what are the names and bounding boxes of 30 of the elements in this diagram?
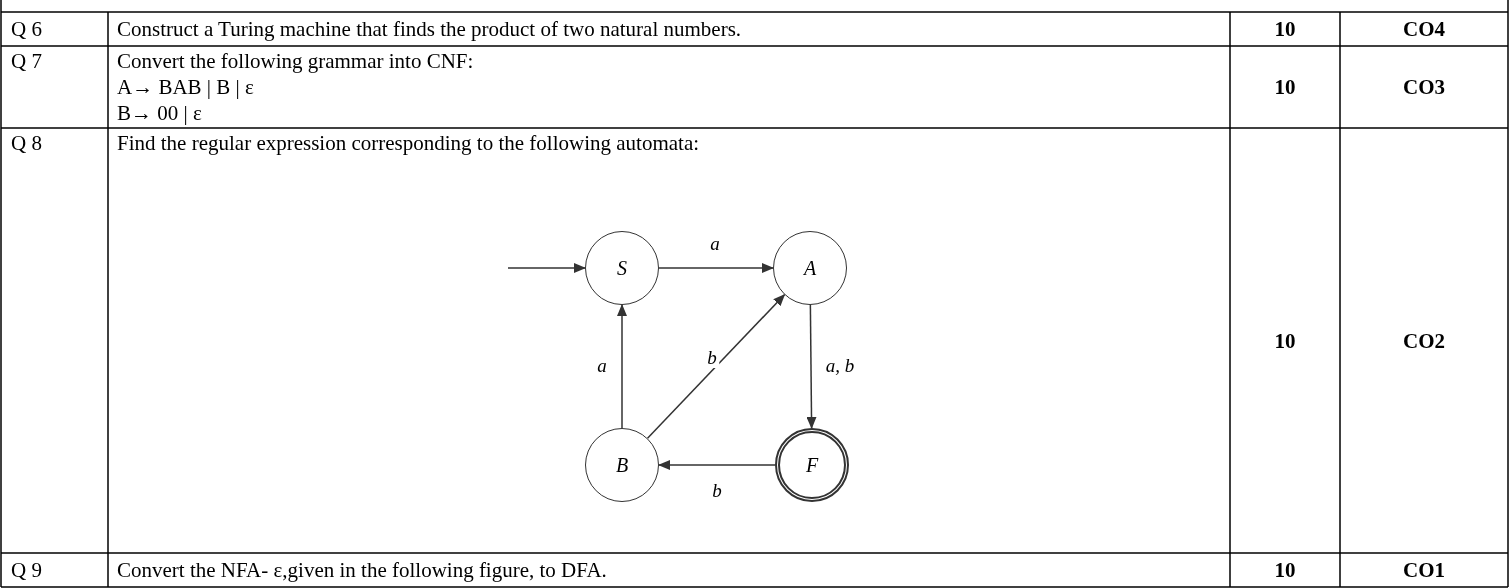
grammar-rule: B→ 00 | ε [117,100,202,126]
state-label: F [805,453,819,477]
question-text: Convert the following grammar into CNF: [117,48,474,74]
transition-arrow [658,460,776,470]
question-text: Construct a Turing machine that finds the product of two natural numbers. [117,16,742,42]
edge-label: b [705,348,719,368]
marks: 10 [1273,16,1297,42]
course-outcome: CO4 [1402,16,1446,42]
state-label: A [803,256,817,280]
question-number: Q 9 [11,557,42,583]
transition-arrow [507,263,586,273]
marks: 10 [1273,557,1297,583]
transition-arrow [658,263,774,273]
edge-label: a, b [823,356,857,376]
question-number: Q 8 [11,130,42,156]
transition-arrow [646,294,786,439]
state-label: S [617,256,627,280]
transition-arrow [617,304,627,429]
marks: 10 [1273,74,1297,100]
question-text: Find the regular expression corresponding to the following automata: [117,130,700,156]
question-number: Q 6 [11,16,42,42]
marks: 10 [1273,327,1297,354]
state-label: B [615,453,629,477]
transition-arrow [806,304,817,429]
question-text: Convert the NFA- ε,given in the following figure, to DFA. [117,557,607,583]
course-outcome: CO1 [1402,557,1446,583]
question-number: Q 7 [11,48,42,74]
grammar-rule: A→ BAB | B | ε [117,74,254,100]
course-outcome: CO3 [1402,74,1446,100]
course-outcome: CO2 [1402,327,1446,354]
